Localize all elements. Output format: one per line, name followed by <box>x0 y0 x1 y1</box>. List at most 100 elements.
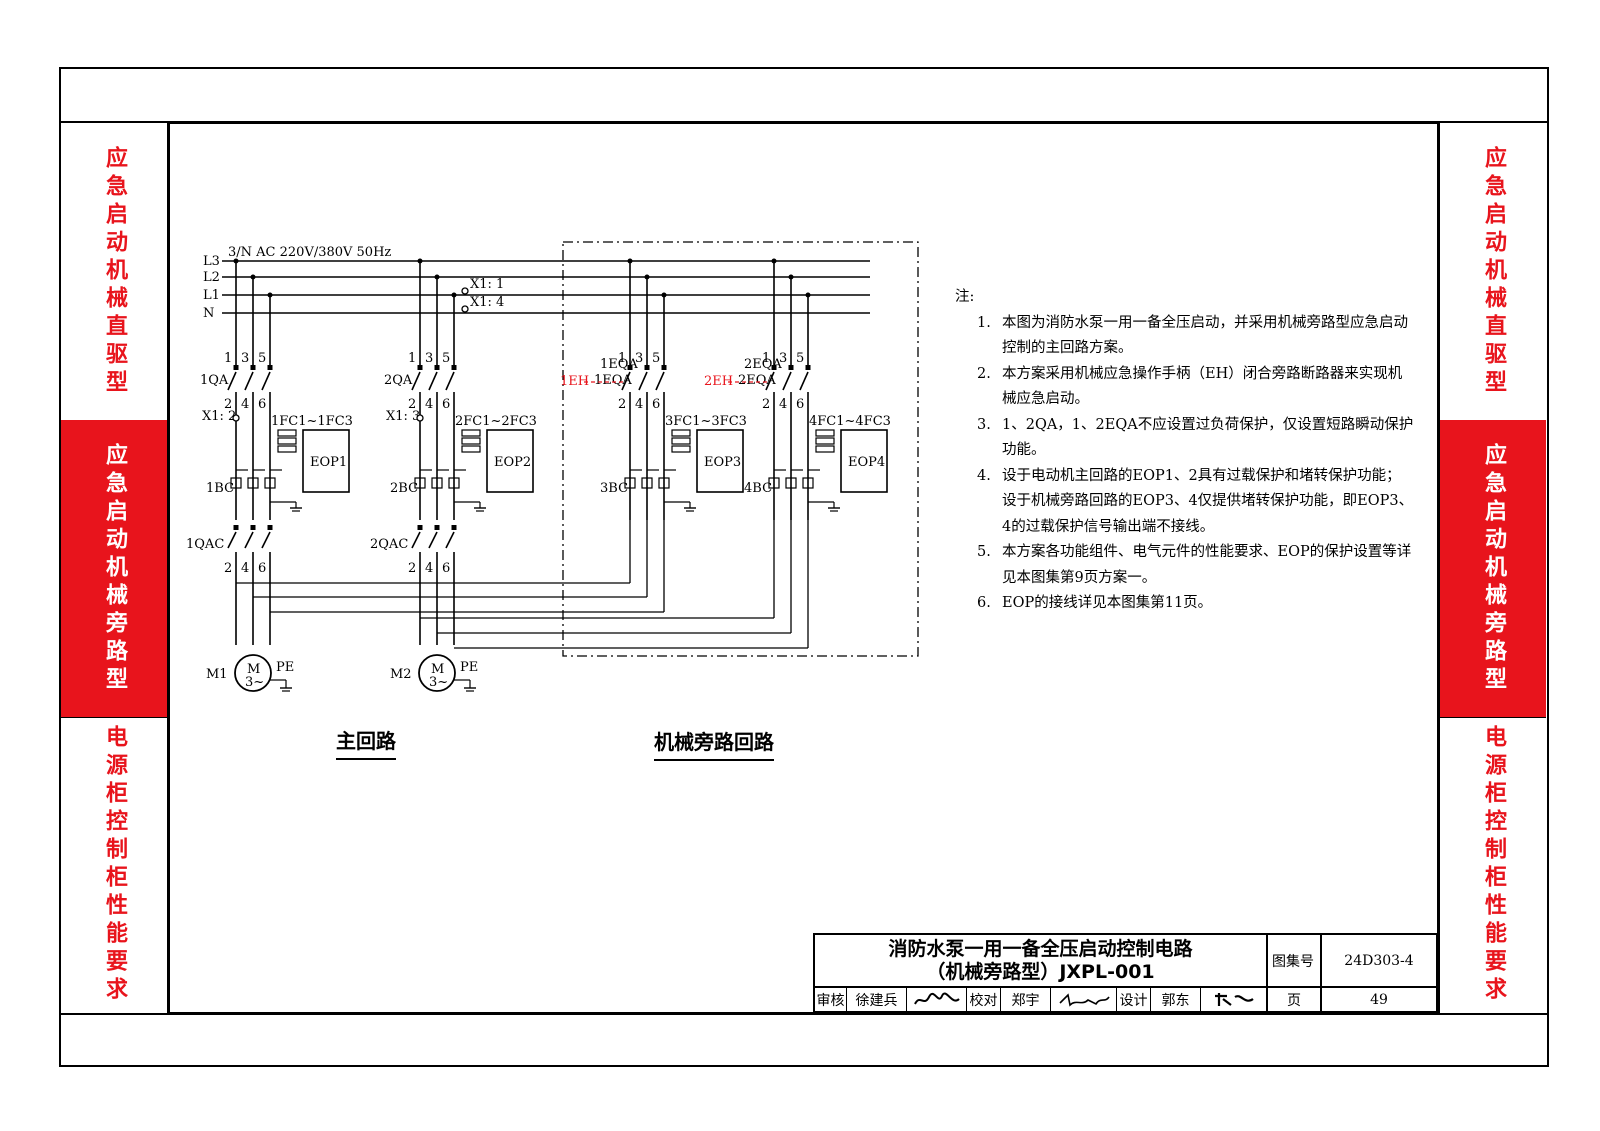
motor-symbol <box>234 654 272 692</box>
note-text: 1、2QA，1、2EQA不应设置过负荷保护，仅设置短路瞬动保护功能。 <box>1002 416 1414 459</box>
sidebar-section-label: 应急启动机械直驱型 <box>102 145 127 398</box>
qac-label: 1QAC <box>186 537 224 552</box>
sidebar-left-section-direct[interactable]: 应急启动机械直驱型 <box>61 123 167 420</box>
motor-label: M1 <box>206 667 228 682</box>
checker-signature <box>1051 988 1117 1011</box>
pole-number: 4 <box>779 397 787 412</box>
drawing-outer-frame <box>59 67 1549 1067</box>
junction-dot <box>417 258 423 264</box>
pole-number: 3 <box>241 351 249 366</box>
breaker-terminal <box>233 525 239 530</box>
contactor-contact <box>448 477 460 489</box>
supply-spec-label: 3/N AC 220V/380V 50Hz <box>228 245 391 260</box>
motor-phase: 3~ <box>429 675 448 690</box>
breaker-terminal <box>451 525 457 530</box>
caption-main-circuit: 主回路 <box>336 725 396 760</box>
pe-label: PE <box>460 660 478 675</box>
note-item: 4.设于电动机主回路的EOP1、2具有过载保护和堵转保护功能；设于机械旁路回路的… <box>977 464 1415 541</box>
design-label: 设计 <box>1117 988 1151 1011</box>
breaker-terminal <box>267 365 273 370</box>
emergency-handle-label: 2EH <box>704 374 733 389</box>
note-number: 5. <box>977 544 991 560</box>
contactor-contact <box>431 477 443 489</box>
pole-number: 1 <box>618 351 626 366</box>
title-block: 消防水泵一用一备全压启动控制电路 （机械旁路型）JXPL-001 图集号 24D… <box>813 933 1438 1013</box>
bypass-breaker-label: 2EQA <box>744 357 782 372</box>
pole-number: 2 <box>762 397 770 412</box>
note-item: 5.本方案各功能组件、电气元件的性能要求、EOP的保护设置等详见本图集第9页方案… <box>977 540 1415 591</box>
junction-dot <box>233 258 239 264</box>
atlas-number: 24D303-4 <box>1322 935 1436 988</box>
breaker-label: 2EQA <box>738 373 776 388</box>
pole-number: 5 <box>652 351 660 366</box>
contactor-contact <box>802 477 814 489</box>
note-number: 2. <box>977 365 991 382</box>
drawing-title: 消防水泵一用一备全压启动控制电路 （机械旁路型）JXPL-001 <box>815 935 1268 988</box>
pole-number: 3 <box>425 351 433 366</box>
terminal-point <box>461 305 469 313</box>
terminal-point <box>232 414 240 422</box>
eop-label: EOP1 <box>310 455 347 470</box>
fc-label: 2FC1~2FC3 <box>455 414 537 429</box>
eop-box <box>840 429 888 493</box>
contactor-contact <box>768 477 780 489</box>
designer-name: 郭东 <box>1151 988 1201 1011</box>
terminal-label: X1: 2 <box>202 409 236 424</box>
reviewer-name: 徐建兵 <box>847 988 907 1011</box>
motor-symbol <box>418 654 456 692</box>
motor-letter: M <box>247 662 260 677</box>
breaker-contact <box>765 371 775 391</box>
sidebar-section-label: 电源柜控制柜性能要求 <box>1481 724 1506 1005</box>
sidebar-right-section-cabinet[interactable]: 电源柜控制柜性能要求 <box>1440 717 1546 1012</box>
eop-box <box>302 429 350 493</box>
junction-dot <box>661 292 667 298</box>
bus-label: L1 <box>203 288 220 303</box>
pole-number: 1 <box>762 351 770 366</box>
current-transformer <box>815 429 835 437</box>
note-item: 1.本图为消防水泵一用一备全压启动，并采用机械旁路型应急启动控制的主回路方案。 <box>977 311 1415 362</box>
junction-dot <box>267 292 273 298</box>
breaker-contact <box>411 531 421 549</box>
breaker-contact <box>799 371 809 391</box>
breaker-contact <box>428 371 438 391</box>
sidebar-divider <box>61 717 167 718</box>
sidebar-section-label: 应急启动机械旁路型 <box>1481 442 1506 695</box>
reviewer-signature <box>907 988 967 1011</box>
contactor-contact <box>264 477 276 489</box>
breaker-contact <box>244 531 254 549</box>
sidebar-left-section-bypass[interactable]: 应急启动机械旁路型 <box>61 420 167 717</box>
breaker-contact <box>638 371 648 391</box>
note-text: EOP的接线详见本图集第11页。 <box>1002 595 1213 611</box>
breaker-contact <box>227 371 237 391</box>
current-transformer <box>277 437 297 445</box>
note-number: 3. <box>977 416 991 433</box>
drawing-title-line2: （机械旁路型）JXPL-001 <box>926 961 1155 983</box>
sidebar-section-label: 电源柜控制柜性能要求 <box>102 724 127 1005</box>
sidebar-right-section-bypass[interactable]: 应急启动机械旁路型 <box>1440 420 1546 717</box>
pole-number: 6 <box>796 397 804 412</box>
contactor-label: 3BC <box>600 481 628 496</box>
contactor-label: 4BC <box>744 481 772 496</box>
review-label: 审核 <box>815 988 847 1011</box>
contactor-contact <box>785 477 797 489</box>
pole-number: 4 <box>635 397 643 412</box>
breaker-contact <box>227 531 237 549</box>
note-text: 本方案采用机械应急操作手柄（EH）闭合旁路断路器来实现机械应急启动。 <box>1002 365 1403 408</box>
contactor-contact <box>414 477 426 489</box>
terminal-point <box>461 287 469 295</box>
pole-number: 2 <box>224 397 232 412</box>
sidebar-right-section-direct[interactable]: 应急启动机械直驱型 <box>1440 123 1546 420</box>
emergency-handle-label: 1EH <box>560 374 589 389</box>
fc-label: 3FC1~3FC3 <box>665 414 747 429</box>
sidebar-left-section-cabinet[interactable]: 电源柜控制柜性能要求 <box>61 717 167 1012</box>
checker-name: 郑宇 <box>1001 988 1051 1011</box>
contactor-label: 2BC <box>390 481 418 496</box>
contactor-contact <box>641 477 653 489</box>
contactor-label: 1BC <box>206 481 234 496</box>
designer-signature <box>1201 988 1268 1011</box>
eop-box <box>486 429 534 493</box>
motor-phase: 3~ <box>245 675 264 690</box>
pole-number: 3 <box>635 351 643 366</box>
note-item: 2. 本方案采用机械应急操作手柄（EH）闭合旁路断路器来实现机械应急启动。 <box>977 362 1415 413</box>
pole-number: 4 <box>241 397 249 412</box>
